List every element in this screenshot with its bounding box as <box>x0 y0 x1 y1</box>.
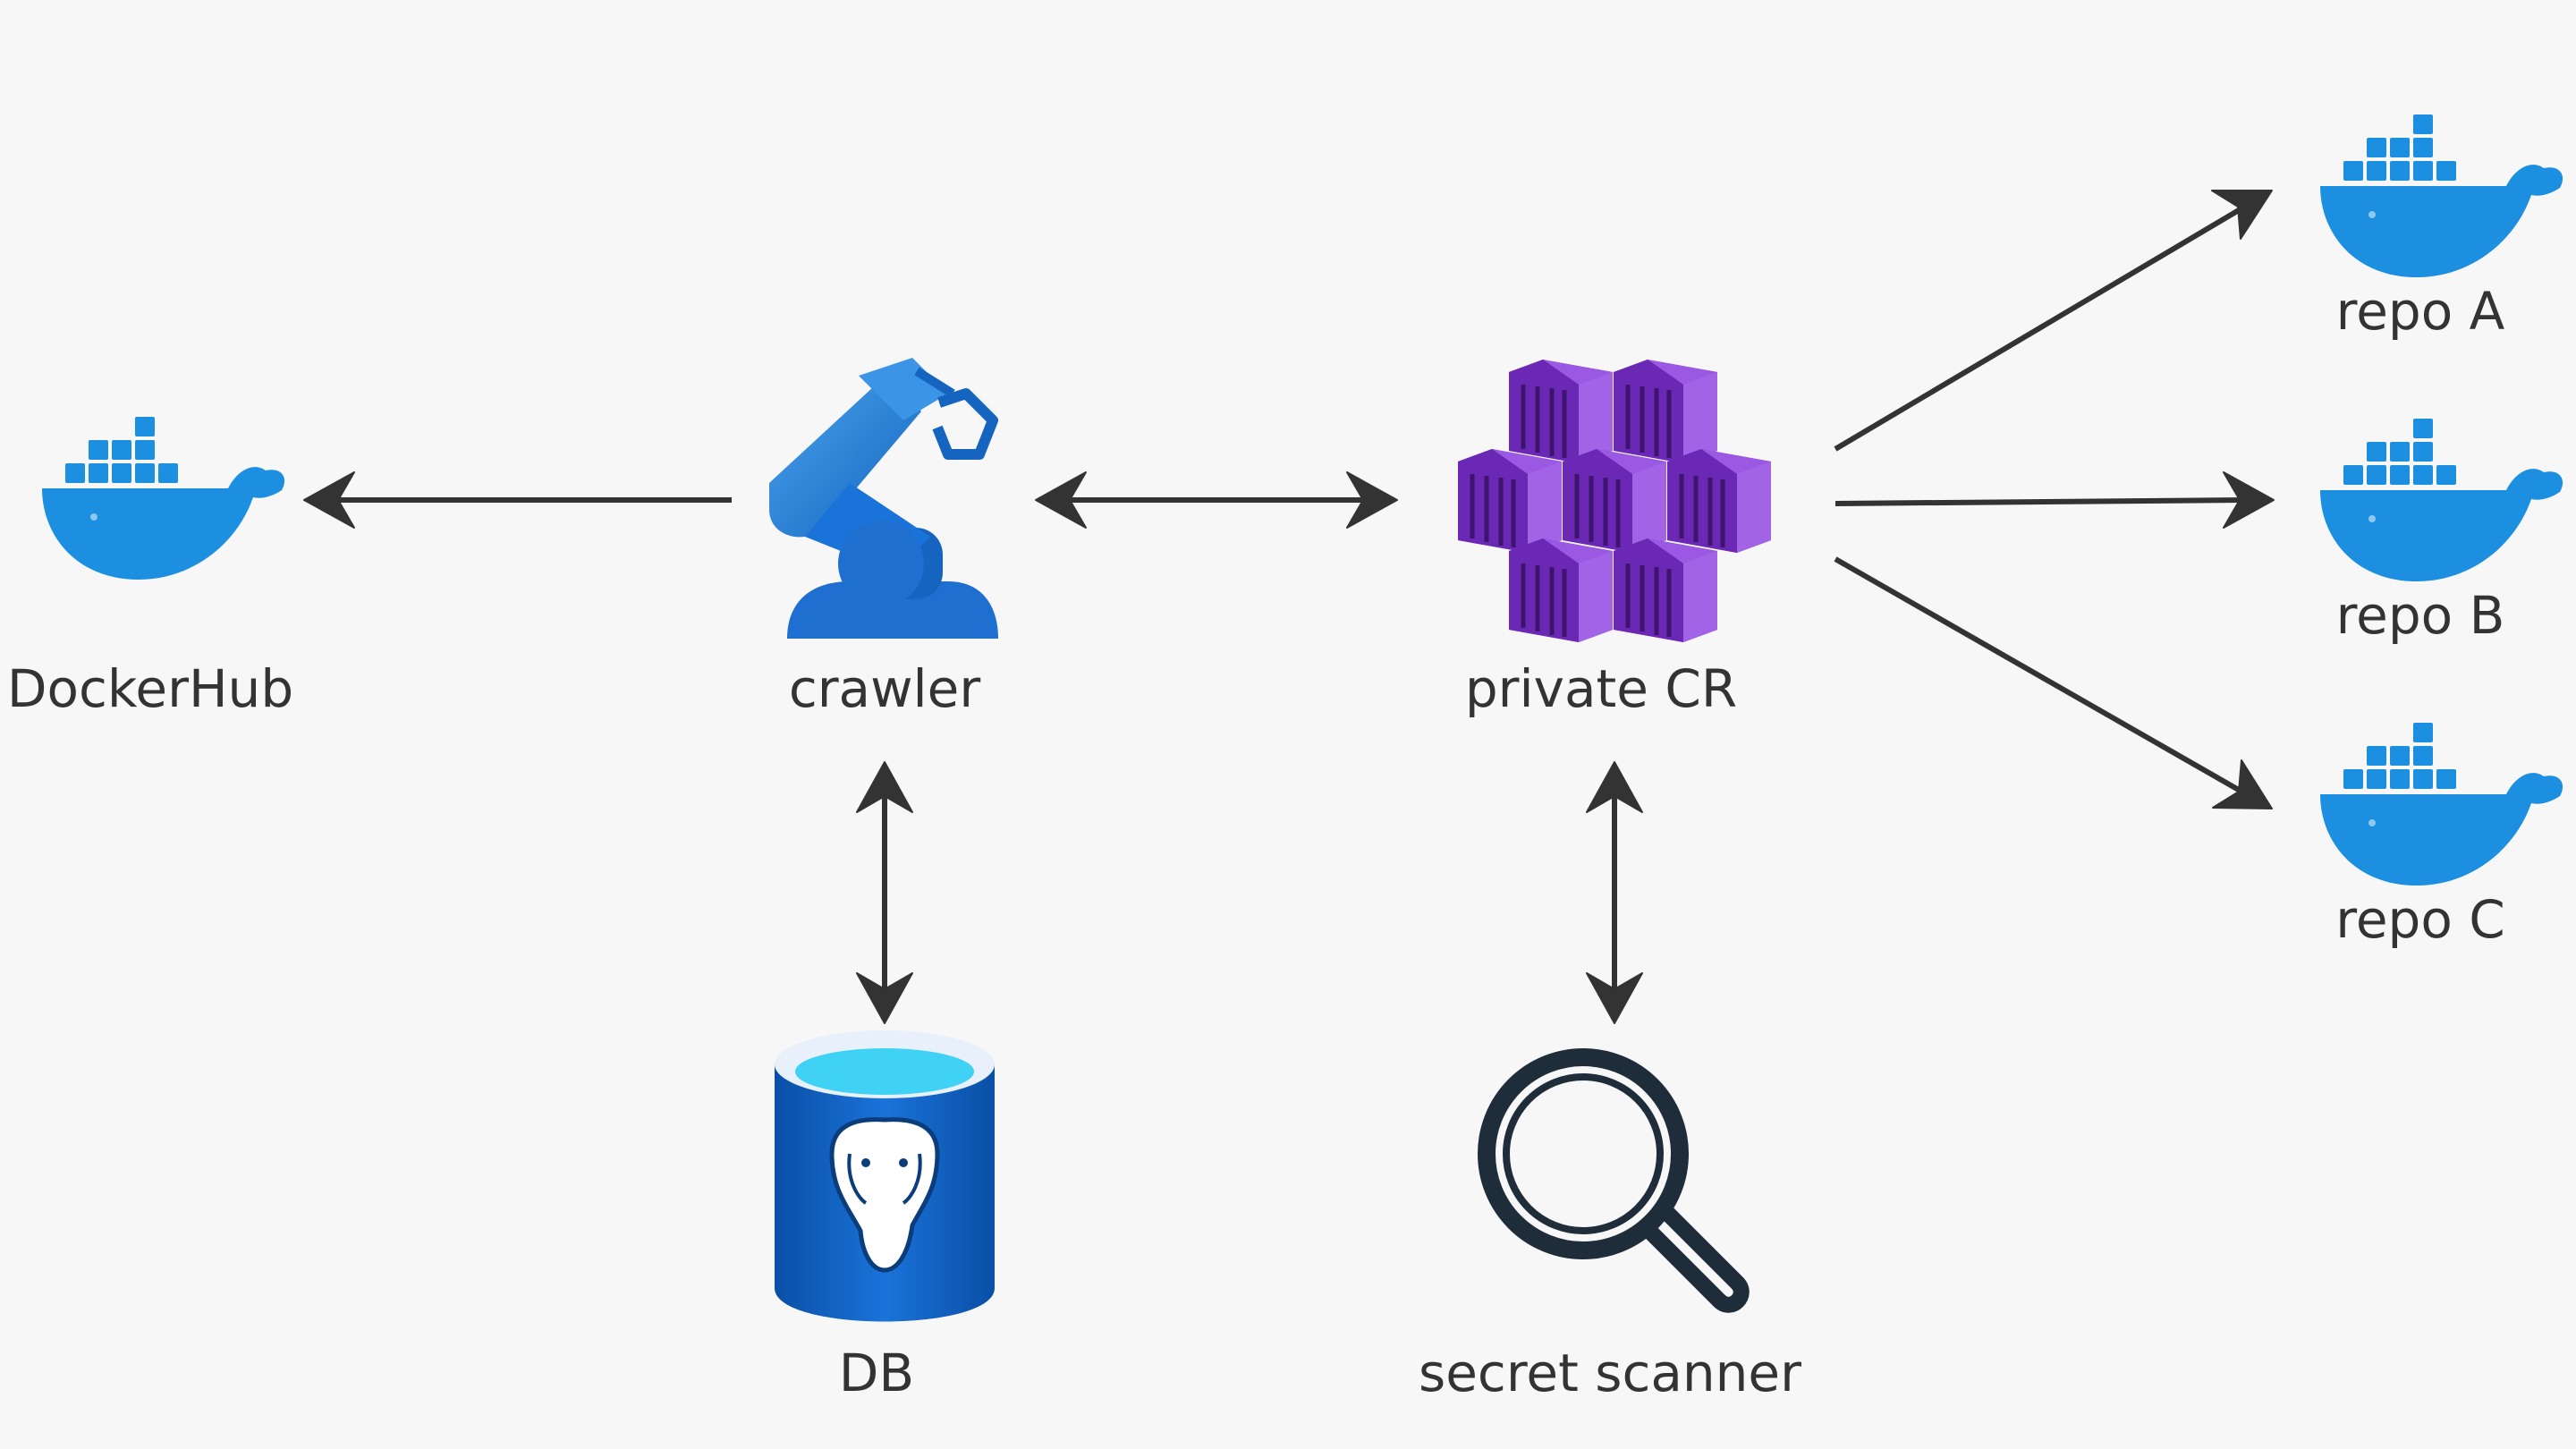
node-label-repo-b: repo B <box>2336 585 2505 646</box>
node-private-cr: private CR <box>1458 360 1771 719</box>
edge-private-cr-to-repo-a <box>1834 190 2273 452</box>
container-registry-icon <box>1458 360 1771 642</box>
edge-crawler-private-cr <box>1035 471 1398 529</box>
node-label-dockerhub: DockerHub <box>7 658 293 719</box>
node-db: DB <box>775 1030 995 1403</box>
robot-arm-icon <box>769 358 998 639</box>
node-repo-b: repo B <box>2320 419 2563 646</box>
docker-whale-icon <box>2320 723 2563 886</box>
node-label-repo-a: repo A <box>2336 281 2505 342</box>
node-label-secret-scanner: secret scanner <box>1419 1343 1801 1403</box>
node-label-crawler: crawler <box>789 658 981 719</box>
node-label-repo-c: repo C <box>2335 889 2505 950</box>
magnifier-icon <box>1478 1048 1750 1313</box>
edge-private-cr-to-repo-c <box>1834 556 2273 809</box>
docker-whale-icon <box>2320 114 2563 277</box>
postgresql-database-icon <box>775 1030 995 1322</box>
node-repo-a: repo A <box>2320 114 2563 342</box>
node-crawler: crawler <box>769 358 998 719</box>
edge-crawler-to-dockerhub <box>303 471 732 529</box>
docker-whale-icon <box>2320 419 2563 581</box>
node-label-private-cr: private CR <box>1465 658 1737 719</box>
node-secret-scanner: secret scanner <box>1419 1048 1801 1403</box>
docker-whale-icon <box>42 417 285 580</box>
node-label-db: DB <box>839 1343 914 1403</box>
edge-private-cr-to-repo-b <box>1835 471 2275 529</box>
node-repo-c: repo C <box>2320 723 2563 950</box>
edge-private-cr-secret-scanner <box>1586 761 1643 1024</box>
edge-crawler-db <box>856 761 913 1024</box>
node-dockerhub: DockerHub <box>7 417 293 719</box>
